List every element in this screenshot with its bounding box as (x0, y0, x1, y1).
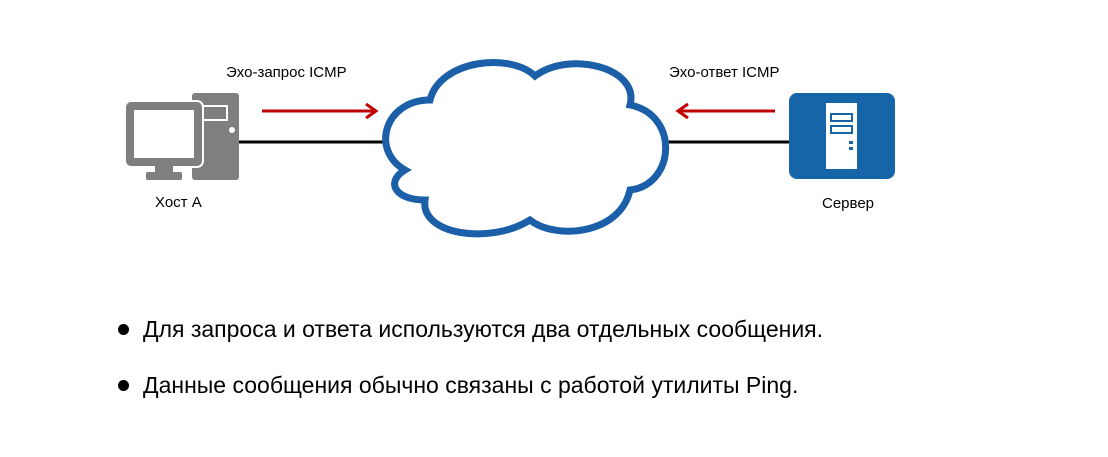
bullet-item: Для запроса и ответа используются два от… (118, 316, 823, 343)
network-graphic (124, 59, 895, 238)
network-cloud-icon (382, 59, 670, 238)
host-label: Хост A (155, 194, 202, 211)
bullet-icon (118, 380, 129, 391)
server-icon (789, 93, 895, 179)
bullet-text: Для запроса и ответа используются два от… (143, 316, 824, 342)
server-label: Сервер (822, 195, 875, 212)
reply-arrow (675, 102, 775, 120)
bullet-item: Данные сообщения обычно связаны с работо… (118, 372, 798, 399)
bullet-text: Данные сообщения обычно связаны с работо… (143, 372, 799, 398)
host-computer-icon (124, 93, 239, 180)
request-arrow (262, 102, 379, 120)
reply-label: Эхо-ответ ICMP (669, 64, 780, 81)
bullet-icon (118, 324, 129, 335)
request-label: Эхо-запрос ICMP (226, 64, 347, 81)
